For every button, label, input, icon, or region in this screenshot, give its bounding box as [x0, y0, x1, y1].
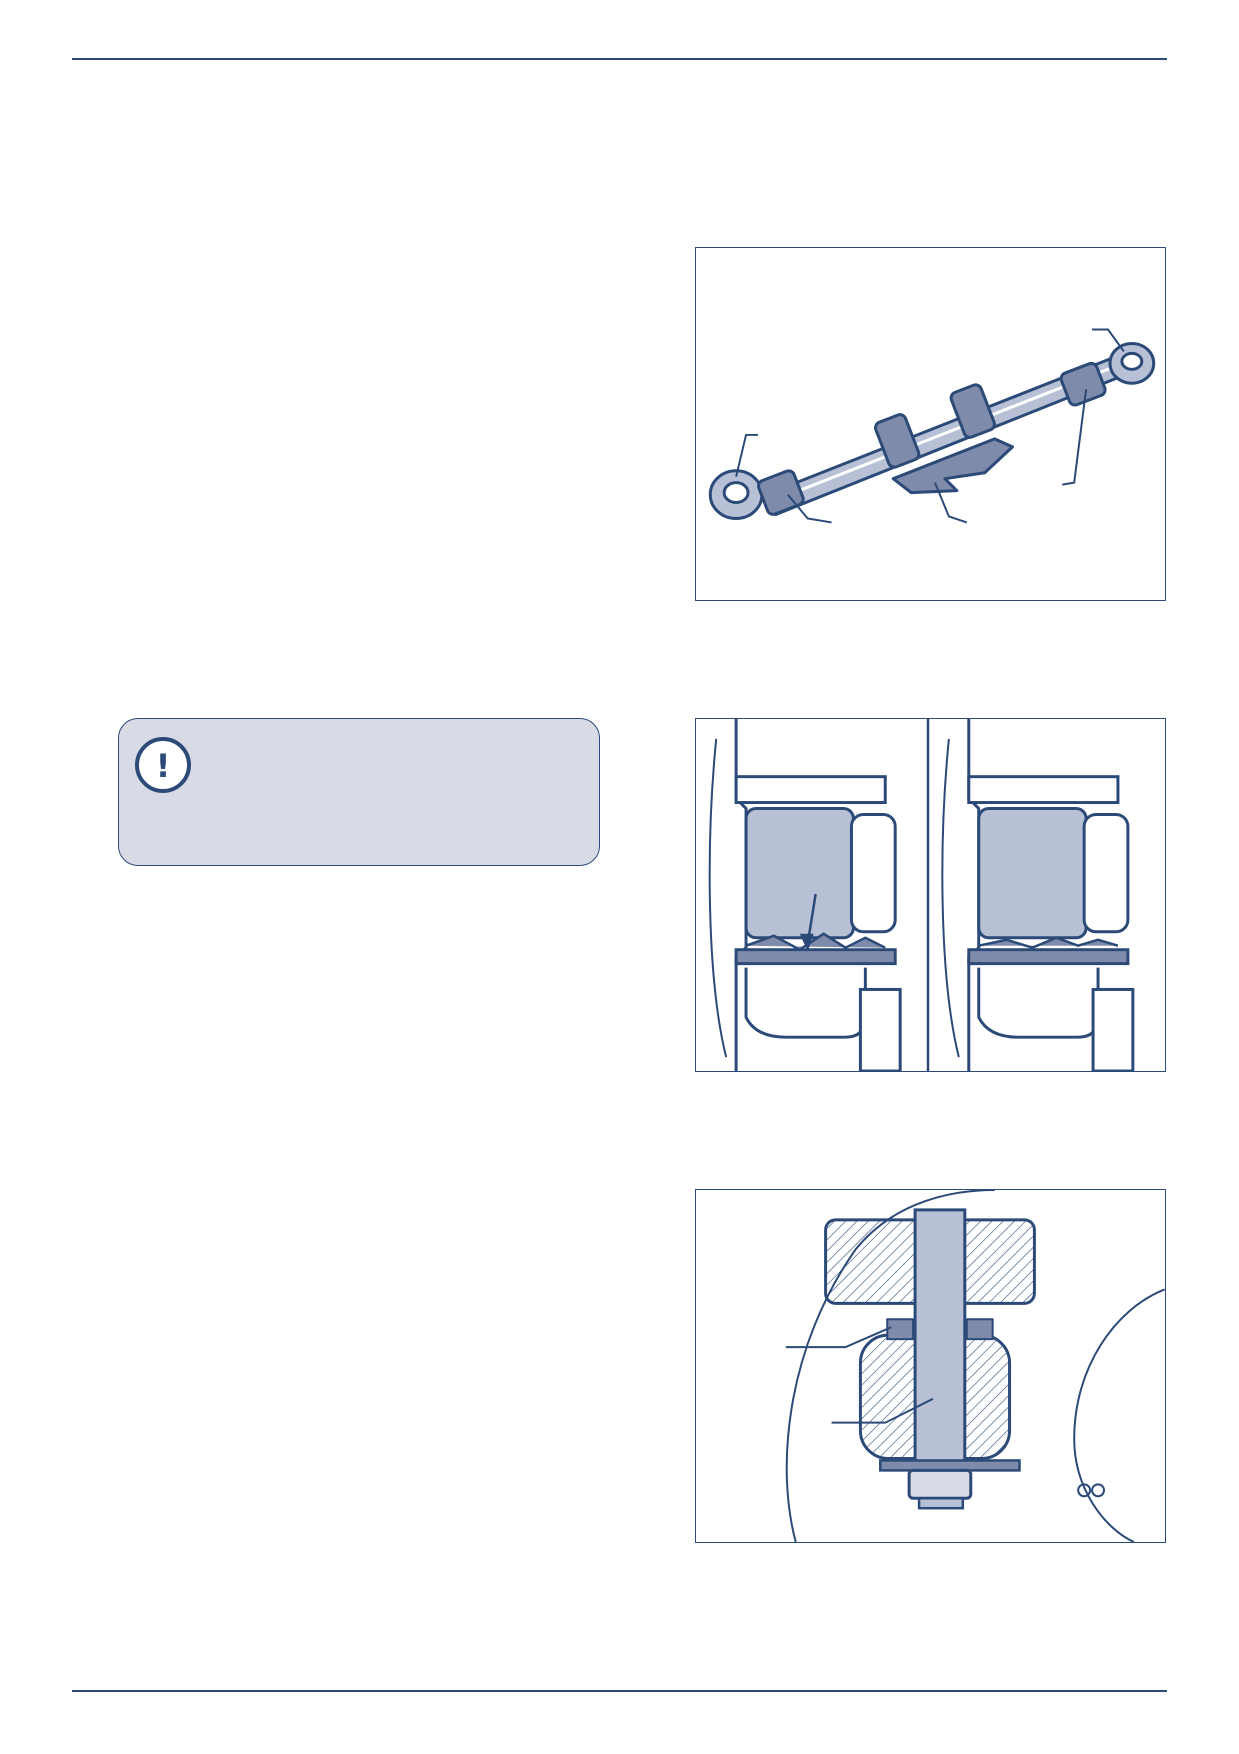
footer-rule — [72, 1690, 1167, 1692]
leader-line-5 — [1092, 328, 1125, 352]
right-clamp — [1059, 361, 1107, 407]
marker-circle-b — [1091, 1483, 1106, 1498]
nut-lower — [917, 1497, 965, 1510]
bushing-comparison-illustration — [708, 719, 1135, 1071]
leader-line-3 — [934, 482, 968, 524]
exclamation-symbol: ! — [156, 747, 171, 785]
link-rod-illustration — [708, 328, 1156, 524]
left-clamp — [757, 469, 805, 516]
mid-clamp-b — [949, 383, 996, 439]
leader-line-4 — [1062, 389, 1088, 486]
figure-bushing-comparison — [695, 718, 1166, 1072]
mid-clamp-a — [874, 413, 921, 469]
bolt-section-illustration — [785, 1190, 1165, 1542]
spacer-sleeve-left — [886, 1318, 915, 1341]
leader-line-2 — [787, 493, 832, 524]
leader-line-b — [831, 1397, 934, 1424]
rod-shaft-highlight — [773, 363, 1119, 502]
right-panel — [941, 719, 1135, 1071]
header-rule — [72, 58, 1167, 60]
figure-link-rod — [695, 247, 1166, 601]
left-panel-arrowhead — [799, 933, 814, 952]
left-panel — [708, 719, 902, 1071]
washer — [879, 1459, 1021, 1472]
left-rod-end-bore — [722, 481, 750, 505]
disc-outline — [1073, 1288, 1165, 1542]
marker-circle-a — [1077, 1483, 1092, 1498]
notice-box: ! — [118, 718, 600, 866]
exclamation-icon: ! — [135, 737, 191, 793]
figure-bolt-section — [695, 1189, 1166, 1543]
bracket-plate — [891, 437, 1015, 495]
leader-line-a — [785, 1326, 892, 1349]
right-rod-end-bore — [1120, 351, 1144, 371]
bolt-shank — [913, 1208, 967, 1486]
nut — [907, 1468, 973, 1500]
leader-line-1 — [735, 433, 758, 477]
spacer-sleeve-right — [965, 1318, 994, 1341]
